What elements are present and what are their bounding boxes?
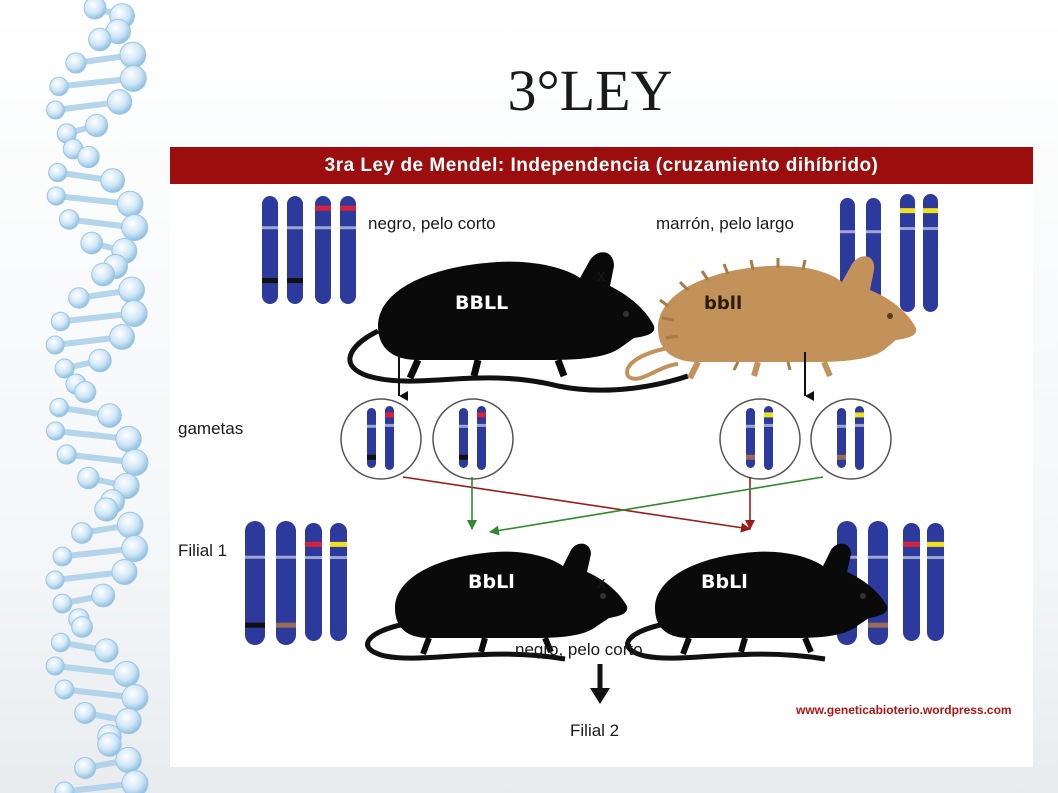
black-mouse-f1-right	[625, 543, 888, 662]
website-credit: www.geneticabioterio.wordpress.com	[795, 703, 1012, 717]
gamete-chromosome	[854, 406, 865, 470]
gamete-chromosome	[458, 408, 469, 468]
gamete-cell-4	[810, 398, 892, 480]
black-mouse-f1-left	[365, 543, 628, 662]
black-mouse-parent	[347, 252, 689, 393]
gametes	[340, 398, 892, 480]
gamete-cell-3	[719, 398, 801, 480]
f1-left-genotype: BbLl	[468, 571, 515, 593]
parent-right-label: marrón, pelo largo	[656, 214, 794, 233]
filial1-label: Filial 1	[178, 541, 227, 560]
parent-right-chromosome-3	[899, 194, 916, 312]
parent-left-chromosome-2	[286, 196, 304, 304]
brown-mouse-parent	[625, 256, 917, 381]
arrow-green-cross	[489, 476, 824, 536]
f1-cross-symbol: x	[597, 573, 606, 592]
gamete-chromosome	[763, 406, 774, 470]
f1-right-chromosome-3	[902, 523, 921, 641]
gamete-chromosome	[366, 408, 377, 468]
f1-left-chromosome-1	[244, 521, 266, 645]
parent-cross-symbol: x	[597, 266, 606, 285]
gametes-label: gametas	[178, 419, 243, 438]
parent-left-chromosomes	[261, 196, 357, 304]
arrow-to-filial2-head	[590, 688, 610, 704]
parent-left-chromosome-3	[314, 196, 332, 304]
gamete-chromosome	[384, 406, 395, 470]
f1-right-chromosome-4	[926, 523, 945, 641]
f1-phenotype-label: negro, pelo corto	[515, 640, 643, 659]
gamete-chromosome	[476, 406, 487, 470]
parent-left-label: negro, pelo corto	[368, 214, 496, 233]
parent-left-chromosome-4	[339, 196, 357, 304]
gamete-cell-1	[340, 398, 422, 480]
parent-right-chromosome-4	[922, 194, 939, 312]
arrow-red-cross	[402, 476, 751, 533]
mendel-diagram: negro, pelo corto BBLL x marrón, pelo la…	[178, 194, 1012, 740]
gamete-cell-2	[432, 398, 514, 480]
f1-left-chromosomes	[244, 521, 348, 645]
parent-right-genotype: bbll	[704, 293, 742, 314]
f1-right-chromosome-2	[867, 521, 889, 645]
gamete-chromosome	[836, 408, 847, 468]
parent-left-genotype: BBLL	[455, 292, 508, 314]
dna-helix-decoration	[45, 0, 149, 793]
banner-title: 3ra Ley de Mendel: Independencia (cruzam…	[170, 147, 1033, 184]
f1-left-chromosome-3	[304, 523, 323, 641]
diagram-panel: 3ra Ley de Mendel: Independencia (cruzam…	[170, 147, 1033, 767]
filial2-label: Filial 2	[570, 721, 619, 740]
f1-left-chromosome-2	[275, 521, 297, 645]
gamete-chromosome	[745, 408, 756, 468]
parent-left-chromosome-1	[261, 196, 279, 304]
slide-title: 3°LEY	[507, 58, 673, 123]
f1-right-genotype: BbLl	[701, 571, 748, 593]
f1-left-chromosome-4	[329, 523, 348, 641]
